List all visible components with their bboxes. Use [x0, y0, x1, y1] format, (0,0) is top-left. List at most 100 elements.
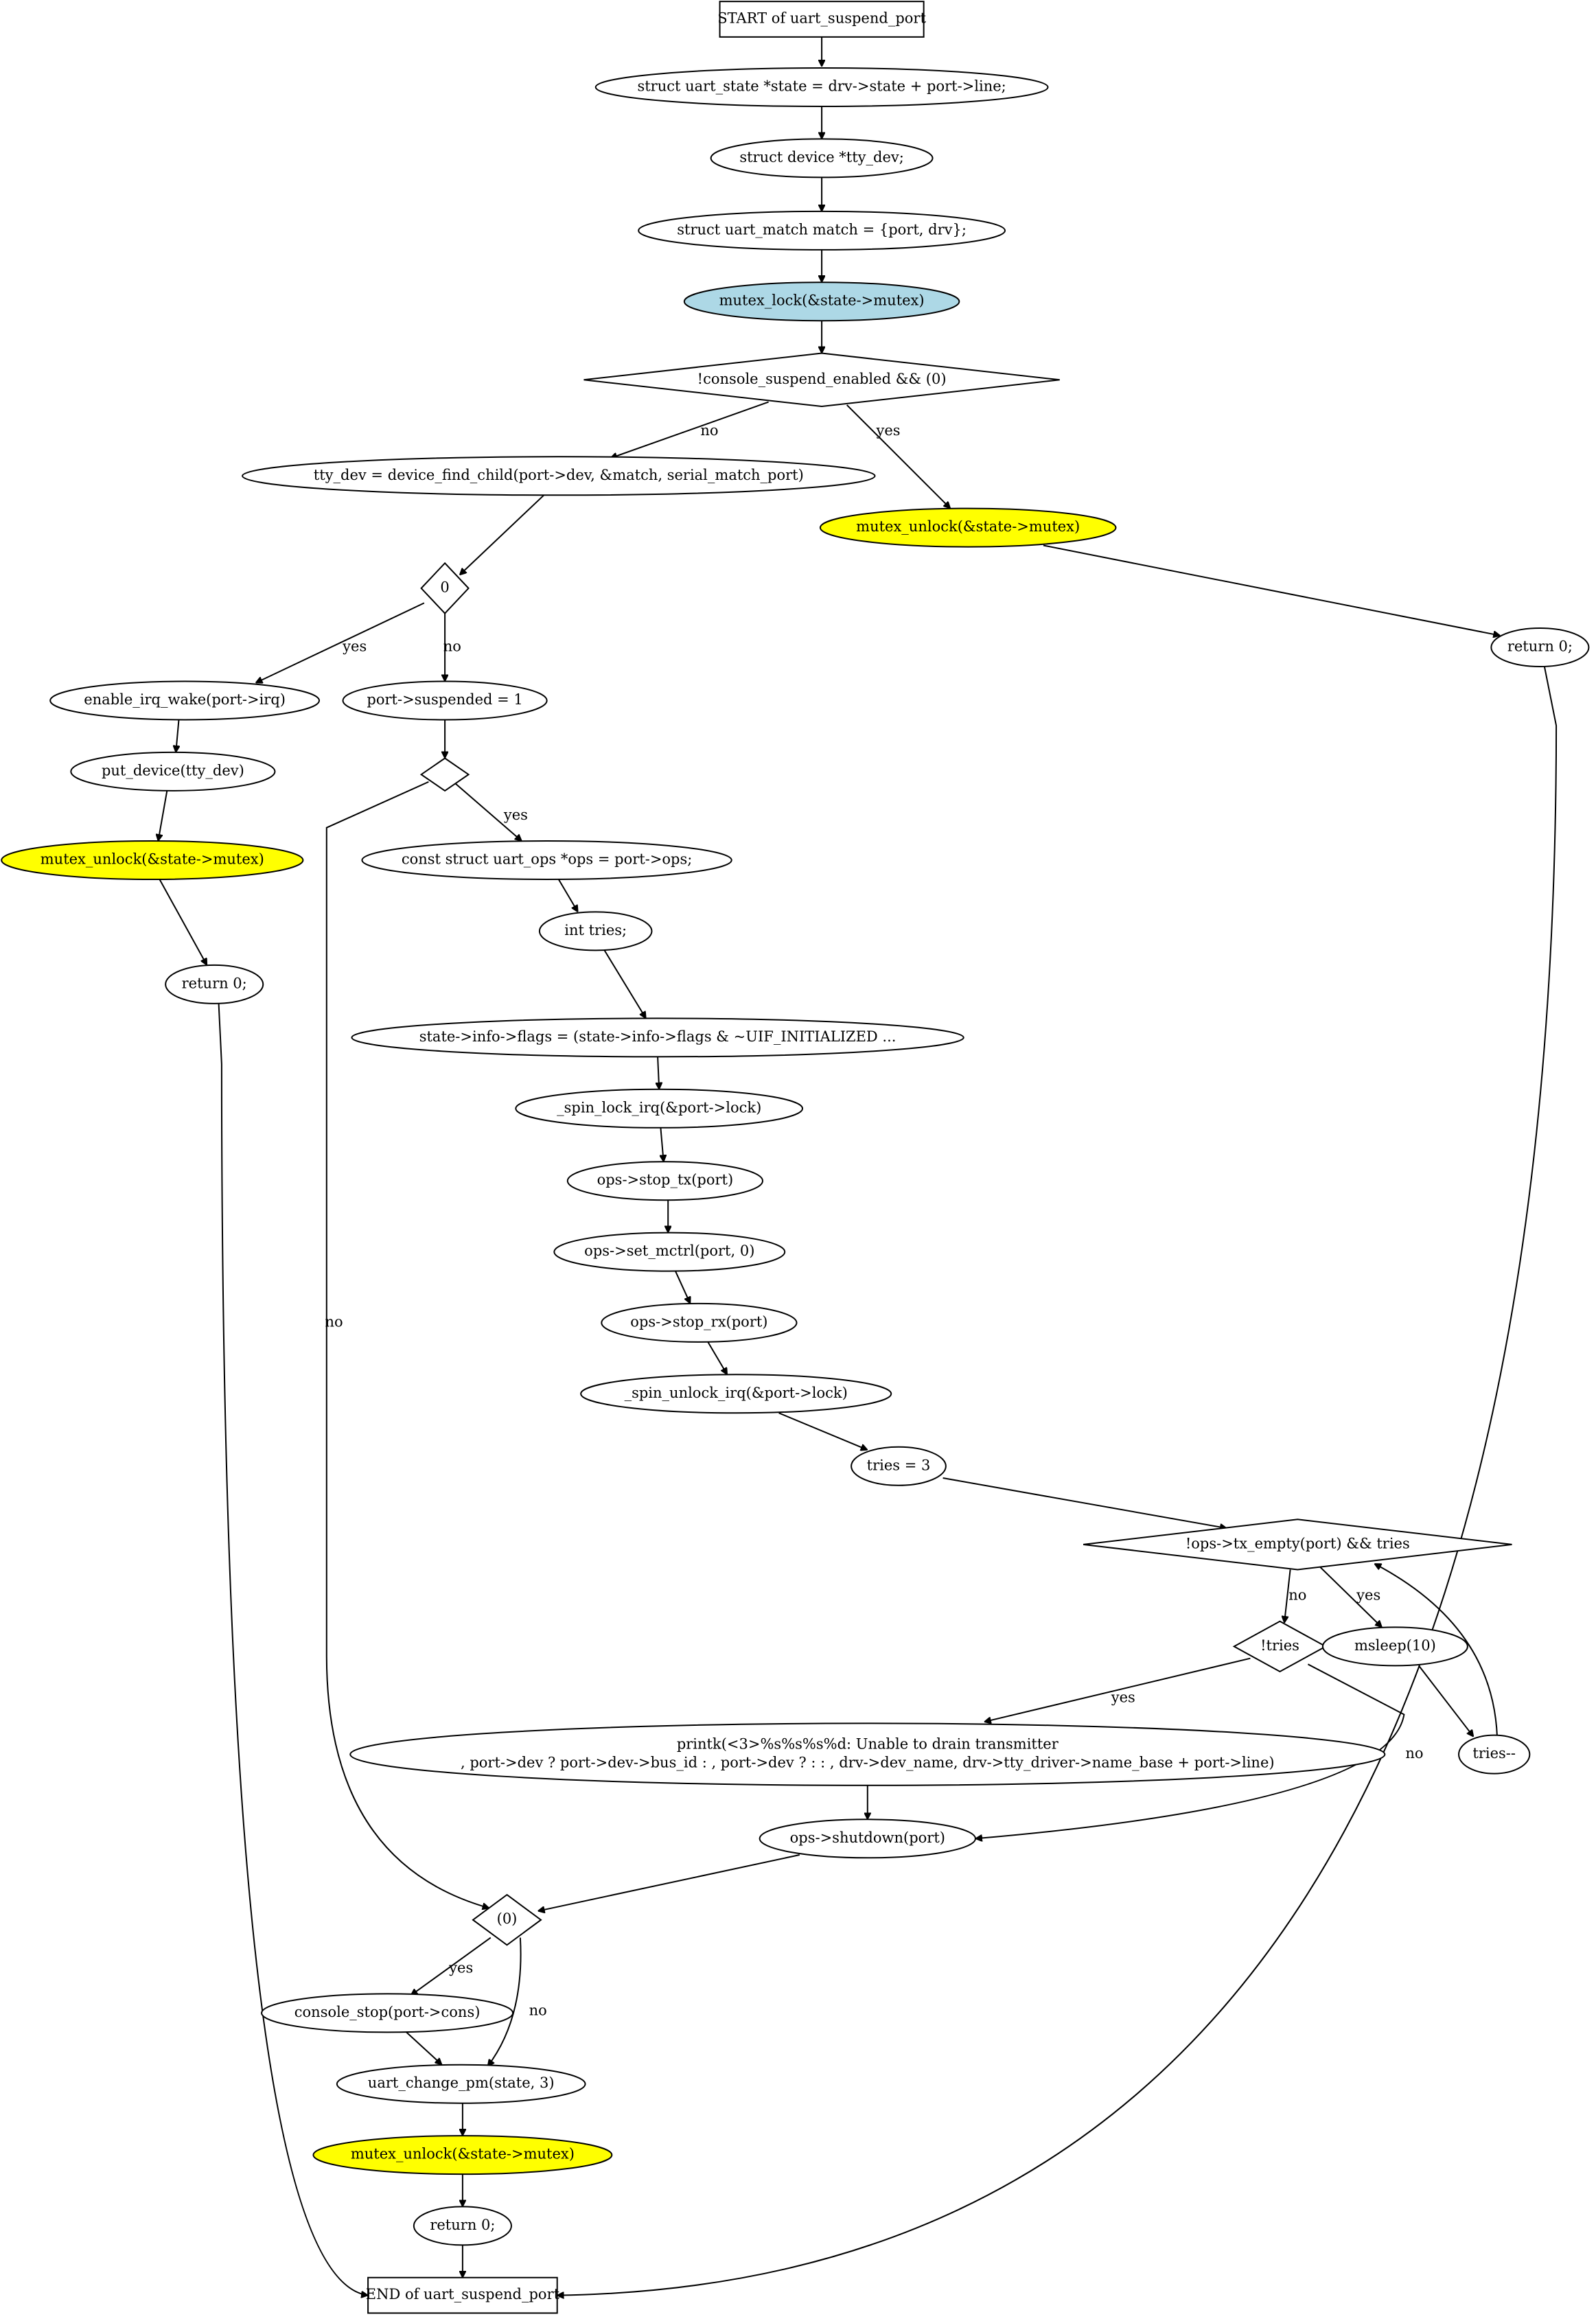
edge-n10-r2	[159, 879, 208, 965]
ellipse-shape	[683, 281, 960, 322]
node-n18-spin-unlock-irq-port-lock: _spin_unlock_irq(&port->lock)	[580, 1374, 892, 1414]
edge-n23-d6	[538, 1854, 800, 1911]
node-n25-uart-change-pm-state-3: uart_change_pm(state, 3)	[336, 2064, 586, 2104]
edge-n14-n15	[660, 1127, 663, 1162]
edge-label-d5-n23: no	[1405, 1745, 1423, 1762]
ellipse-shape	[1458, 1734, 1531, 1775]
node-label: ops->shutdown(port)	[790, 1829, 945, 1846]
edge-d3-d6	[325, 781, 489, 1908]
node-label: mutex_unlock(&state->mutex)	[41, 851, 264, 868]
diamond-shape	[420, 562, 470, 614]
ellipse-shape	[515, 1088, 804, 1129]
edge-r1-end	[557, 666, 1558, 2296]
ellipse-shape	[242, 456, 876, 496]
edge-n6-r1	[1043, 544, 1500, 636]
edge-label-d6-n25: no	[529, 2002, 547, 2019]
node-label: 0	[440, 579, 449, 595]
ellipse-shape	[342, 680, 548, 721]
node-n4-mutex-lock-state-mutex: mutex_lock(&state->mutex)	[683, 281, 960, 322]
node-n26-mutex-unlock-state-mutex: mutex_unlock(&state->mutex)	[312, 2135, 613, 2175]
edge-d4-d5	[1284, 1569, 1291, 1624]
edge-d6-n25	[488, 1937, 522, 2066]
node-label: return 0;	[182, 975, 247, 991]
edge-label-d1-n5: no	[700, 422, 718, 439]
node-n19-tries-3: tries = 3	[851, 1446, 947, 1486]
node-label: mutex_lock(&state->mutex)	[719, 292, 925, 309]
node-n16-ops-set-mctrl-port-0: ops->set_mctrl(port, 0)	[553, 1232, 786, 1272]
ellipse-shape	[710, 138, 934, 178]
ellipse-shape	[638, 210, 1006, 251]
ellipse-shape	[261, 1993, 514, 2033]
edge-n7-n9	[176, 719, 178, 752]
edge-d5-n23	[975, 1663, 1405, 1838]
node-label: port->suspended = 1	[367, 691, 522, 708]
node-d5-tries: !tries	[1232, 1620, 1328, 1673]
ellipse-shape	[580, 1374, 892, 1414]
edge-n16-n17	[674, 1271, 691, 1304]
node-d6-0: (0)	[472, 1893, 542, 1946]
node-r1-return-0: return 0;	[1490, 627, 1590, 667]
ellipse-shape	[538, 911, 653, 951]
node-label: _spin_unlock_irq(&port->lock)	[625, 1385, 848, 1401]
edge-d4-n20	[1319, 1566, 1383, 1627]
ellipse-shape	[349, 1722, 1386, 1786]
node-label: state->info->flags = (state->info->flags…	[419, 1028, 897, 1045]
node-n14-spin-lock-irq-port-lock: _spin_lock_irq(&port->lock)	[515, 1088, 804, 1129]
node-label: struct device *tty_dev;	[739, 149, 904, 165]
node-n23-ops-shutdown-port: ops->shutdown(port)	[759, 1818, 976, 1859]
node-n17-ops-stop-rx-port: ops->stop_rx(port)	[601, 1302, 798, 1343]
edge-label-d3-d6: no	[325, 1313, 343, 1330]
ellipse-shape	[1, 840, 304, 880]
node-label: _spin_lock_irq(&port->lock)	[557, 1099, 761, 1116]
box-shape	[719, 1, 925, 38]
node-label: mutex_unlock(&state->mutex)	[856, 518, 1080, 535]
edge-n11-n12	[557, 879, 579, 912]
ellipse-shape	[851, 1446, 947, 1486]
node-label: msleep(10)	[1354, 1637, 1436, 1654]
edge-d5-n21	[984, 1657, 1251, 1722]
edge-n24-n25	[406, 2031, 442, 2064]
ellipse-shape	[553, 1232, 786, 1272]
node-label: tries--	[1472, 1745, 1516, 1762]
node-n11-const-struct-uart-ops-ops-port-ops: const struct uart_ops *ops = port->ops;	[361, 840, 732, 880]
edge-label-d2-n7: yes	[342, 638, 367, 655]
edge-label-d6-n24: yes	[448, 1959, 473, 1976]
node-label: enable_irq_wake(port->irq)	[84, 691, 286, 708]
diamond-shape	[419, 757, 470, 792]
node-d2-0: 0	[420, 562, 470, 614]
node-label: int tries;	[564, 922, 627, 938]
edge-d6-n24	[411, 1937, 491, 1996]
edge-label-d4-d5: no	[1288, 1587, 1306, 1604]
node-label: console_stop(port->cons)	[294, 2004, 481, 2020]
node-label: const struct uart_ops *ops = port->ops;	[402, 851, 693, 868]
node-n7-enable-irq-wake-port-irq: enable_irq_wake(port->irq)	[49, 680, 320, 721]
node-d3	[419, 757, 470, 792]
edge-n22-d4	[1374, 1563, 1498, 1737]
edge-n20-n22	[1418, 1665, 1474, 1736]
node-n12-int-tries: int tries;	[538, 911, 653, 951]
edge-r2-end	[218, 1003, 368, 2296]
node-d1-console-suspend-enabled-0: !console_suspend_enabled && (0)	[583, 352, 1060, 408]
ellipse-shape	[361, 840, 732, 880]
node-label: tries = 3	[867, 1457, 931, 1473]
ellipse-shape	[336, 2064, 586, 2104]
edge-d2-n7	[256, 602, 425, 682]
edge-n5-d2	[460, 494, 544, 575]
edge-label-d2-n8: no	[443, 638, 461, 655]
node-label: !ops->tx_empty(port) && tries	[1186, 1535, 1410, 1551]
edge-label-d5-n21: yes	[1111, 1689, 1135, 1705]
edge-d1-n6	[846, 404, 951, 509]
ellipse-shape	[1321, 1626, 1468, 1667]
ellipse-shape	[49, 680, 320, 721]
node-label: !console_suspend_enabled && (0)	[697, 371, 947, 387]
ellipse-shape	[413, 2206, 512, 2246]
node-label: ops->set_mctrl(port, 0)	[584, 1243, 754, 1259]
node-d4-ops-tx-empty-port-tries: !ops->tx_empty(port) && tries	[1083, 1519, 1512, 1571]
node-n6-mutex-unlock-state-mutex: mutex_unlock(&state->mutex)	[819, 507, 1117, 548]
node-label: struct uart_state *state = drv->state + …	[637, 78, 1006, 95]
node-label: mutex_unlock(&state->mutex)	[351, 2146, 575, 2162]
edge-n12-n13	[603, 949, 646, 1018]
node-label: tty_dev = device_find_child(port->dev, &…	[314, 467, 804, 483]
node-label: ops->stop_tx(port)	[597, 1172, 734, 1188]
